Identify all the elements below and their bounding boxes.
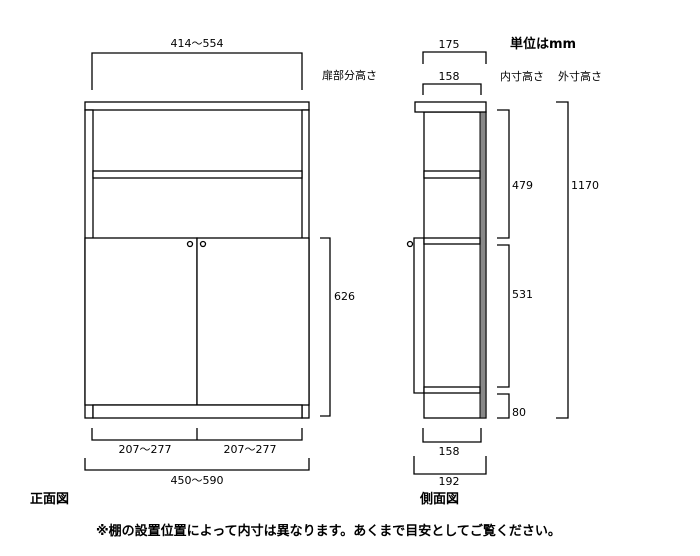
dim-top-width — [91, 52, 303, 90]
front-shelf — [92, 170, 303, 179]
dim-door-height — [320, 237, 331, 417]
inner-lower-label: 531 — [512, 288, 533, 301]
side-shelf — [423, 170, 481, 179]
dim-door-widths — [91, 428, 303, 441]
dim-inner-lower — [497, 244, 510, 388]
front-outer-width-label: 450〜590 — [171, 474, 224, 487]
side-bottom-outer-label: 192 — [439, 475, 460, 488]
dim-side-bottom-inner — [422, 428, 482, 443]
dim-side-bottom-outer — [413, 456, 487, 475]
front-plinth — [92, 404, 303, 419]
dim-outer-height — [556, 101, 569, 419]
side-door — [413, 237, 424, 394]
inner-upper-label: 479 — [512, 179, 533, 192]
front-right-door — [196, 237, 310, 406]
side-view: 175 158 単位はmm 内寸高さ 外寸高さ 479 531 80 1170 … — [406, 36, 602, 507]
dim-plinth — [497, 393, 510, 419]
door-height-label: 626 — [334, 290, 355, 303]
footnote: ※棚の設置位置によって内寸は異なります。あくまで目安としてご覧ください。 — [96, 523, 561, 539]
side-top-outer-label: 175 — [439, 38, 460, 51]
front-view: 414〜554 扉部分高さ 626 207〜277 207〜277 450〜59… — [30, 37, 377, 507]
inner-height-caption: 内寸高さ — [500, 69, 544, 83]
dim-inner-upper — [497, 109, 510, 239]
units-label: 単位はmm — [510, 36, 576, 52]
door-knob-left-icon — [186, 240, 194, 248]
side-bottom-inner-label: 158 — [439, 445, 460, 458]
side-body — [423, 111, 487, 419]
dim-side-top-inner — [422, 83, 482, 95]
dim-side-top-outer — [422, 51, 487, 64]
front-left-door — [84, 237, 198, 406]
front-top-width-label: 414〜554 — [171, 37, 224, 50]
side-bottom-board — [423, 386, 481, 394]
door-knob-right-icon — [199, 240, 207, 248]
side-divider — [423, 237, 481, 245]
front-view-title: 正面図 — [30, 492, 69, 507]
door-right-width-label: 207〜277 — [224, 443, 277, 456]
dim-outer-width — [84, 458, 310, 471]
side-door-knob-icon — [406, 240, 414, 248]
plinth-label: 80 — [512, 406, 526, 419]
door-height-caption: 扉部分高さ — [322, 68, 377, 82]
side-view-title: 側面図 — [419, 491, 459, 507]
front-top-board — [84, 101, 310, 111]
side-back-panel — [479, 111, 487, 419]
side-top-board — [414, 101, 487, 113]
door-left-width-label: 207〜277 — [119, 443, 172, 456]
outer-height-label: 1170 — [571, 179, 599, 192]
outer-height-caption: 外寸高さ — [558, 69, 602, 83]
side-top-inner-label: 158 — [439, 70, 460, 83]
